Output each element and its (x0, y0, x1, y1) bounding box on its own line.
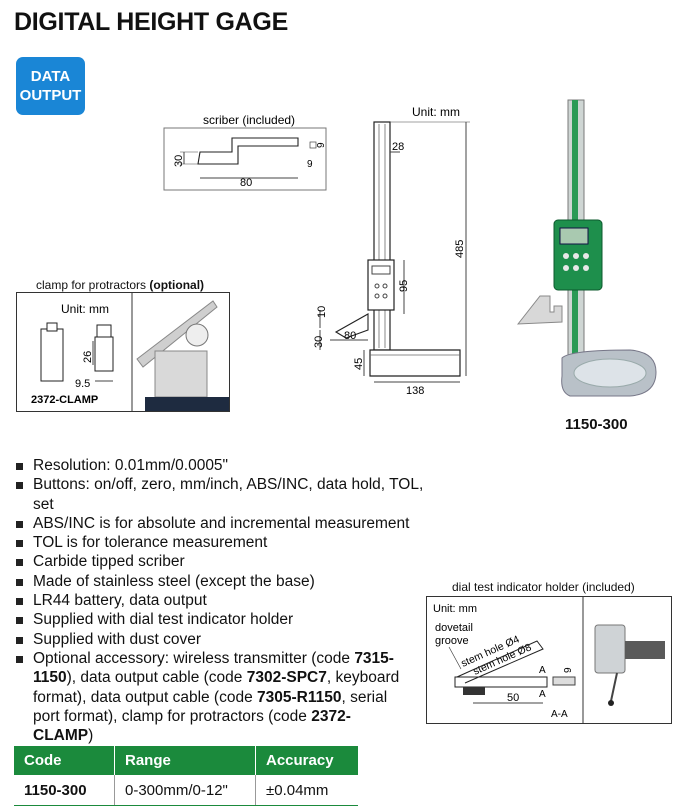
optional-text: , keyboard format), data output cable (c… (33, 669, 400, 706)
product-model-label: 1150-300 (565, 416, 628, 433)
spec-table: Code Range Accuracy 1150-300 0-300mm/0-1… (14, 746, 358, 806)
dim-overall-height: 485 (454, 240, 466, 258)
height-gage-photo (516, 99, 657, 397)
holder-groove-label: groove (435, 635, 469, 647)
dim-head-height: 95 (398, 280, 410, 292)
spec-header-accuracy: Accuracy (255, 746, 358, 775)
holder-unit-label: Unit: mm (433, 603, 477, 615)
dim-scriber-height: 30 (313, 336, 325, 348)
optional-text: ), data output cable (code (66, 669, 247, 687)
page-title: DIGITAL HEIGHT GAGE (14, 8, 288, 36)
feature-item: Resolution: 0.01mm/0.0005" (14, 456, 434, 475)
clamp-dim-width: 9.5 (75, 378, 90, 390)
holder-section-label: A-A (551, 709, 568, 720)
feature-item-optional-accessory: Optional accessory: wireless transmitter… (14, 649, 403, 745)
scriber-dim-height: 30 (173, 155, 185, 167)
spec-cell-code: 1150-300 (14, 775, 115, 806)
scriber-caption: scriber (included) (203, 113, 295, 127)
holder-dim-thickness: 9 (563, 667, 574, 673)
data-output-badge: DATA OUTPUT (16, 57, 85, 115)
spec-table-header-row: Code Range Accuracy (14, 746, 358, 775)
clamp-model-label: 2372-CLAMP (31, 394, 98, 406)
feature-item: Carbide tipped scriber (14, 552, 434, 571)
optional-code: 2372-CLAMP (33, 707, 351, 745)
clamp-caption-text: clamp for protractors (36, 278, 150, 292)
badge-line-2: OUTPUT (19, 87, 82, 104)
holder-dim-length: 50 (507, 692, 519, 704)
spec-cell-accuracy: ±0.04mm (255, 775, 358, 806)
dim-base-width: 138 (406, 385, 424, 397)
optional-code: 7315-1150 (33, 649, 394, 687)
feature-item: Made of stainless steel (except the base… (14, 572, 434, 591)
spec-header-code: Code (14, 746, 115, 775)
badge-line-1: DATA (30, 68, 71, 85)
spec-header-range: Range (114, 746, 256, 775)
table-row: 1150-300 0-300mm/0-12" ±0.04mm (14, 775, 358, 806)
scriber-dim-length: 80 (240, 177, 252, 189)
optional-code: 7305-R1150 (257, 688, 342, 706)
clamp-unit-label: Unit: mm (61, 302, 109, 316)
holder-drawing: Unit: mm dovetail groove stem hole Ø4 st… (433, 597, 665, 723)
feature-item: Supplied with dial test indicator holder (14, 610, 434, 629)
optional-text: , serial port format), clamp for protrac… (33, 688, 388, 725)
holder-dovetail-label: dovetail (435, 622, 473, 634)
feature-item: ABS/INC is for absolute and incremental … (14, 514, 434, 533)
holder-caption: dial test indicator holder (included) (452, 580, 635, 594)
scriber-dim-width: 9 (307, 159, 313, 170)
dim-scriber-offset: 10 (316, 306, 328, 318)
feature-list: Resolution: 0.01mm/0.0005" Buttons: on/o… (14, 456, 434, 745)
holder-section-mark-bottom: A (539, 689, 546, 700)
scriber-dim-thickness: 9 (316, 142, 327, 148)
holder-callout-box: Unit: mm dovetail groove stem hole Ø4 st… (426, 596, 672, 724)
dim-scriber-reach: 80 (344, 330, 356, 342)
height-gage-dimension-drawing: Unit: mm scriber (included) 30 80 9 9 28… (163, 105, 470, 397)
feature-item: Supplied with dust cover (14, 630, 434, 649)
clamp-dim-height: 26 (82, 351, 94, 363)
clamp-callout-box: Unit: mm 26 9.5 2372-CLAMP (16, 292, 230, 412)
feature-item: LR44 battery, data output (14, 591, 434, 610)
optional-code: 7302-SPC7 (246, 669, 327, 687)
feature-item: Buttons: on/off, zero, mm/inch, ABS/INC,… (14, 475, 434, 514)
clamp-caption: clamp for protractors (optional) (36, 278, 204, 292)
optional-text: ) (88, 727, 94, 745)
unit-label: Unit: mm (412, 105, 460, 119)
feature-item: TOL is for tolerance measurement (14, 533, 434, 552)
optional-text: Optional accessory: wireless transmitter… (33, 649, 355, 667)
holder-section-mark-top: A (539, 665, 546, 676)
clamp-caption-optional: (optional) (149, 278, 205, 292)
dim-base-height: 45 (353, 358, 365, 370)
spec-cell-range: 0-300mm/0-12" (114, 775, 256, 806)
dim-column-width: 28 (392, 141, 404, 153)
clamp-drawing: Unit: mm 26 9.5 2372-CLAMP (31, 293, 229, 411)
